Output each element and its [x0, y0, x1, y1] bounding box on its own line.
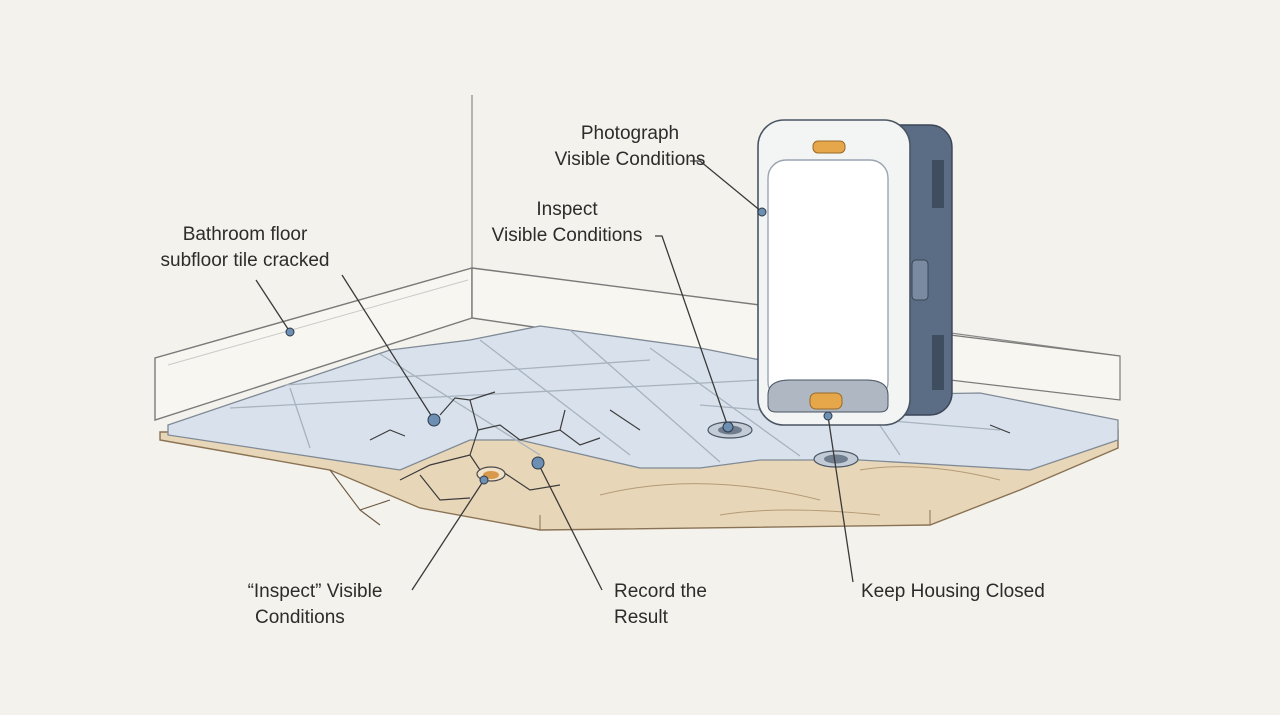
label-inspect-quoted: “Inspect” Visible Conditions	[225, 579, 405, 631]
floor-tiles	[167, 325, 1119, 471]
leader-lines	[255, 160, 854, 591]
label-inspect-line2: Visible Conditions	[491, 225, 643, 246]
label-bathroom-floor: Bathroom floor subfloor tile cracked	[140, 222, 350, 274]
baseboard-back	[471, 267, 1121, 401]
label-photograph-visible-conditions: Photograph Visible Conditions	[530, 121, 730, 173]
label-inspect-line1: Inspect	[536, 199, 598, 220]
label-photograph-line2: Visible Conditions	[554, 149, 706, 170]
label-inspect-quoted-line2: Conditions	[255, 607, 345, 628]
label-record-line1: Record the	[614, 581, 707, 602]
label-record-result: Record the Result	[614, 579, 754, 631]
label-bathroom-line2: subfloor tile cracked	[160, 250, 330, 271]
leader-dots	[285, 207, 833, 485]
label-keep-housing-closed: Keep Housing Closed	[861, 579, 1081, 605]
label-inspect-quoted-line1: “Inspect” Visible	[247, 581, 383, 602]
housing-device	[757, 119, 953, 426]
tile-cracks	[369, 391, 1011, 501]
label-record-line2: Result	[614, 607, 668, 628]
label-keep-housing-line1: Keep Housing Closed	[861, 581, 1045, 602]
label-photograph-line1: Photograph	[580, 123, 680, 144]
label-inspect-visible-conditions: Inspect Visible Conditions	[467, 197, 667, 249]
label-bathroom-line1: Bathroom floor	[182, 224, 308, 245]
